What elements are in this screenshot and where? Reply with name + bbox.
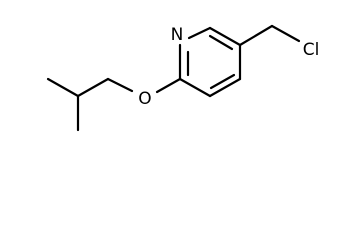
molecule-drawing: N Cl O — [46, 24, 320, 132]
bond-ch-ch3-upper — [46, 77, 80, 98]
bond-c3-c4-double-outer — [208, 77, 242, 98]
bond-c2-c3 — [178, 77, 212, 98]
atom-label-chlorine: Cl — [303, 40, 320, 60]
bond-o-ch2 — [106, 77, 134, 93]
atom-label-nitrogen: N — [171, 25, 184, 45]
bond-c5-c6-double-inner — [208, 34, 234, 51]
bond-ch2-ch — [76, 77, 110, 98]
bond-c5-c6-double-outer — [208, 26, 242, 47]
atom-label-oxygen: O — [138, 89, 151, 109]
bond-c3-c4-double-inner — [209, 73, 236, 90]
bond-c2-o — [155, 77, 182, 94]
bond-ch2-cl — [270, 24, 301, 43]
bond-c6-n — [187, 26, 212, 40]
structure-diagram: N Cl O — [46, 24, 320, 132]
bond-c5-ch2 — [238, 24, 274, 47]
